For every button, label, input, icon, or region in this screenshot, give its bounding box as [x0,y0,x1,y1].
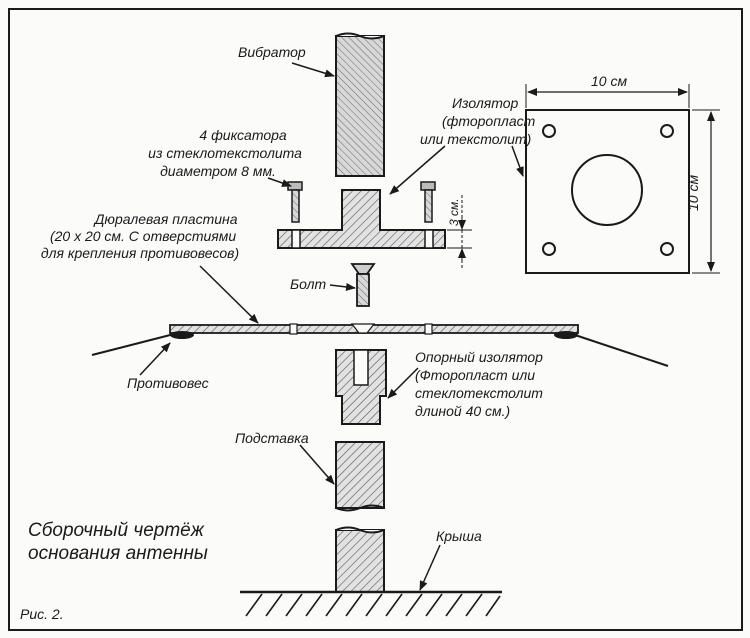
dimension-height-label: 10 см [685,175,701,211]
mounting-hole [660,124,674,138]
leader-fasteners [267,177,292,187]
dimension-3cm-label: 3 см. [447,198,461,226]
fastener-screw-right [420,181,436,223]
insulator-top-view [525,109,690,274]
label-fasteners: 4 фиксатора из стеклотекстолита диаметро… [148,127,306,179]
dimension-width-label: 10 см [591,73,627,89]
duralumin-plate [169,323,579,339]
border [8,8,743,631]
leader-vibrator [291,62,335,78]
insulator-block [277,189,446,249]
stand-post [335,441,385,512]
label-insulator: Изолятор (фторопласт или текстолит) [420,95,539,147]
figure-title-line1: Сборочный чертёж [28,520,205,541]
fastener-screw-left [287,181,303,223]
leader-support [387,367,419,399]
label-roof: Крыша [436,528,482,544]
mounting-hole [542,242,556,256]
leader-plate [199,265,259,324]
center-hole [571,154,643,226]
leader-roof [419,544,441,591]
mounting-hole [660,242,674,256]
dimension-height [692,109,720,274]
label-support: Опорный изолятор (Фторопласт или стеклот… [415,349,547,419]
dimension-3cm [447,195,472,268]
counterweight-wire-left [91,332,179,356]
label-stand: Подставка [235,430,309,446]
leader-stand [299,444,335,485]
figure-title-line2: основания антенны [28,543,208,564]
label-vibrator: Вибратор [238,44,306,60]
label-counterweight: Противовес [127,375,209,391]
roof [240,590,502,617]
leader-insulator-view [511,145,524,177]
leader-counterweight [139,342,171,376]
figure-caption: Рис. 2. [20,606,64,622]
leader-insulator [389,145,446,195]
counterweight-wire-right [571,333,669,367]
bolt [350,263,376,307]
mounting-hole [542,124,556,138]
support-insulator [335,349,387,425]
label-plate: Дюралевая пластина (20 х 20 см. С отверс… [41,211,242,261]
leader-bolt [329,282,356,291]
dimension-width [525,84,690,108]
stand-post-lower [335,526,385,593]
vibrator-tube [335,32,385,177]
label-bolt: Болт [290,276,326,292]
